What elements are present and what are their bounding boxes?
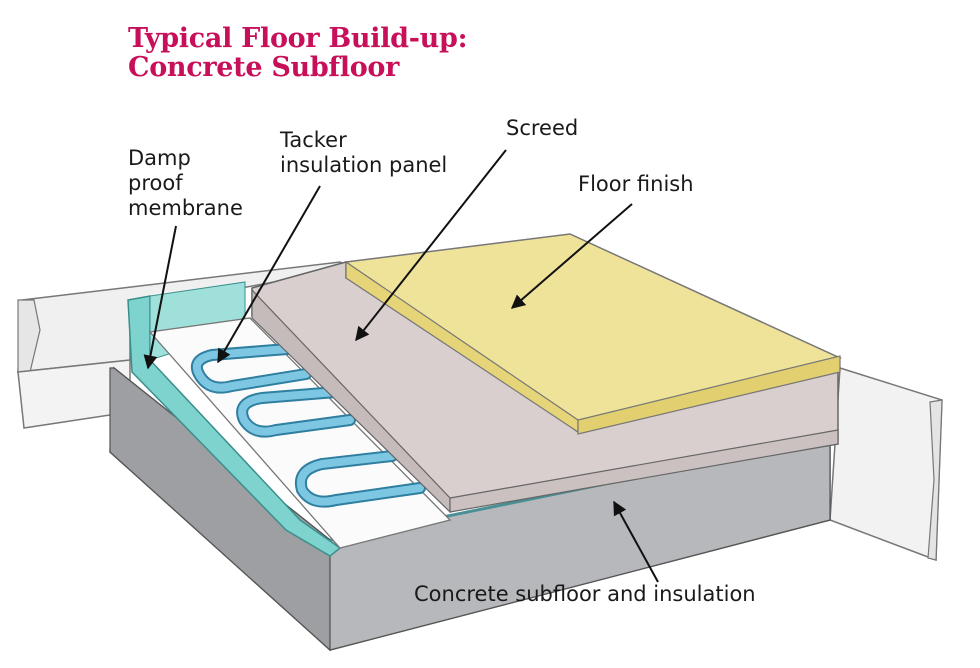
arrow-screed	[355, 149, 507, 342]
label-screed: Screed	[506, 116, 579, 140]
leader-arrows	[143, 149, 659, 583]
label-tacker-insulation-panel: Tacker insulation panel	[280, 128, 448, 177]
label-damp-proof-membrane: Damp proof membrane	[128, 146, 243, 220]
arrow-concrete-subfloor	[613, 500, 659, 583]
arrow-tacker-insulation-panel	[217, 185, 321, 364]
arrow-damp-proof-membrane	[143, 225, 177, 370]
arrow-floor-finish	[510, 203, 633, 309]
right-wall	[829, 366, 943, 562]
title-line-1: Typical Floor Build-up:	[128, 23, 468, 54]
label-floor-finish: Floor finish	[578, 172, 694, 196]
title-line-2: Concrete Subfloor	[128, 52, 400, 83]
diagram-title: Typical Floor Build-up: Concrete Subfloo…	[128, 23, 468, 83]
floor-finish-layer	[344, 233, 843, 435]
left-wall	[17, 261, 355, 429]
label-concrete-subfloor: Concrete subfloor and insulation	[414, 582, 756, 606]
heating-pipes	[191, 342, 426, 508]
